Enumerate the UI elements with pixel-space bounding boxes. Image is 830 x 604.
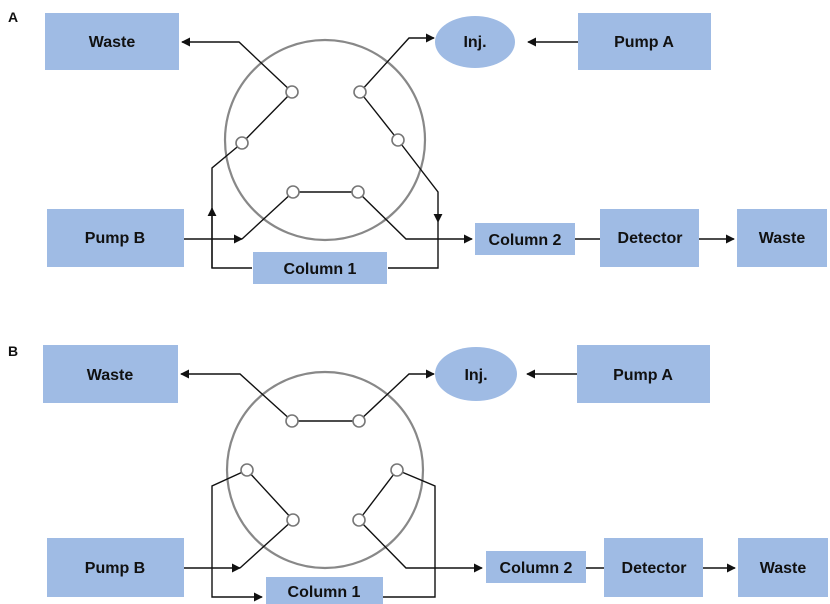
flow-lines: [181, 33, 735, 269]
waste-right-label: Waste: [760, 560, 807, 577]
port-b-2: [352, 414, 366, 428]
waste-left-label: Waste: [87, 367, 134, 384]
port-a-6: [351, 185, 365, 199]
port-b-1: [285, 414, 299, 428]
pump-a-box: [578, 13, 711, 70]
column-1-box: [266, 577, 383, 604]
waste-left-label: Waste: [89, 34, 136, 51]
waste-right-label: Waste: [759, 230, 806, 247]
detector-box: [600, 209, 699, 267]
pump-b-label: Pump B: [85, 230, 145, 247]
port-a-4: [391, 133, 405, 147]
port-b-6: [352, 513, 366, 527]
waste-left-box: [43, 345, 178, 403]
panel-b: B Waste Inj. Pump A Pump B Column 1 Colu…: [8, 343, 828, 604]
waste-left-box: [45, 13, 179, 70]
pump-b-box: [47, 538, 184, 597]
port-a-3: [235, 136, 249, 150]
injector-ellipse: [435, 347, 517, 401]
pump-b-label: Pump B: [85, 560, 145, 577]
injector-ellipse: [435, 16, 515, 68]
detector-label: Detector: [622, 560, 687, 577]
valve-rotor: [225, 370, 425, 570]
column-1-label: Column 1: [284, 261, 357, 278]
pump-a-label: Pump A: [613, 367, 673, 384]
detector-label: Detector: [618, 230, 683, 247]
column-2-label: Column 2: [489, 232, 562, 249]
pump-b-box: [47, 209, 184, 267]
valve-rotor: [223, 38, 427, 242]
port-b-5: [286, 513, 300, 527]
injector-label: Inj.: [464, 367, 487, 384]
injector-label: Inj.: [463, 34, 486, 51]
column-2-label: Column 2: [500, 560, 573, 577]
column-2-box: [486, 551, 586, 583]
pump-a-box: [577, 345, 710, 403]
column-1-label: Column 1: [288, 584, 361, 601]
flow-lines: [180, 369, 736, 602]
waste-right-box: [738, 538, 828, 597]
pump-a-label: Pump A: [614, 34, 674, 51]
column-1-box: [253, 252, 387, 284]
port-a-1: [285, 85, 299, 99]
waste-right-box: [737, 209, 827, 267]
port-b-4: [390, 463, 404, 477]
port-a-2: [353, 85, 367, 99]
panel-a: A Waste Inj. Pump A Pump B Column 1 Colu…: [8, 9, 827, 284]
port-a-5: [286, 185, 300, 199]
detector-box: [604, 538, 703, 597]
panel-a-label: A: [8, 9, 18, 25]
port-b-3: [240, 463, 254, 477]
column-2-box: [475, 223, 575, 255]
panel-b-label: B: [8, 343, 18, 359]
